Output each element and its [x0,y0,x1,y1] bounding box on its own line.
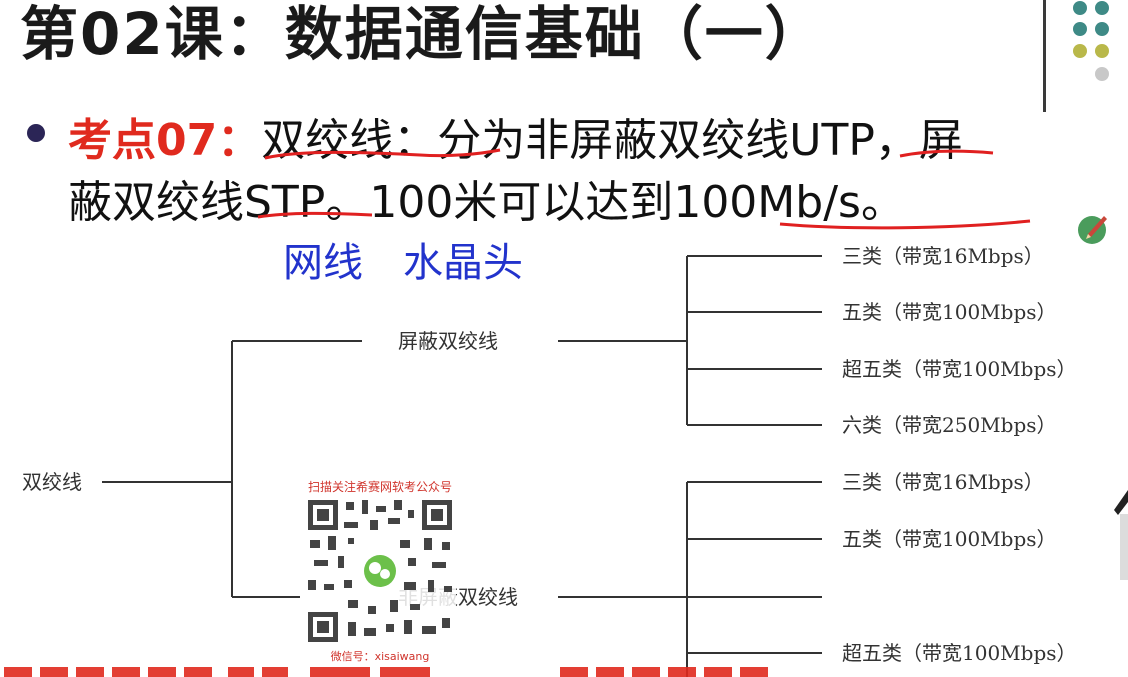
dot-icon [1095,1,1109,15]
title-divider [1043,0,1046,112]
note-rj45-connector: 水晶头 [403,240,523,286]
leaf-cat5e: 超五类（带宽100Mbps） [842,641,1077,665]
leaf-cat6: 六类（带宽250Mbps） [842,413,1057,437]
leaf-cat3: 三类（带宽16Mbps） [842,470,1044,494]
dot-icon [1095,67,1109,81]
note-network-cable: 网线 [283,240,363,286]
bullet-icon [27,124,45,142]
leaf-cat5: 五类（带宽100Mbps） [842,527,1057,551]
leaf-cat5: 五类（带宽100Mbps） [842,300,1057,324]
keypoint-line-2: 蔽双绞线STP。100米可以达到100Mb/s。 [68,177,905,228]
slide-title: 第02课：数据通信基础（一） [20,0,825,68]
keypoint-line-1: 考点07：双绞线：分为非屏蔽双绞线UTP，屏 [68,104,963,168]
leaf-cat5e: 超五类（带宽100Mbps） [842,357,1077,381]
qr-caption-bottom: 微信号：xisaiwang [330,650,430,663]
dot-icon [1073,22,1087,36]
underline-stp [257,211,373,219]
decorative-dots [1073,1,1109,81]
underline-100mbps [779,219,1031,230]
underline-utp [899,149,994,158]
tree-root-label: 双绞线 [22,470,82,494]
dot-icon [1073,1,1087,15]
branch-shielded-label: 屏蔽双绞线 [398,329,498,353]
qr-caption-top: 扫描关注希赛网软考公众号 [307,480,452,494]
leaf-cat3: 三类（带宽16Mbps） [842,244,1044,268]
qr-code-watermark: 扫描关注希赛网软考公众号 微信号：xisaiwang [300,478,460,668]
keypoint-label: 考点07： [68,115,262,166]
keypoint-text-1: 双绞线：分为非屏蔽双绞线UTP，屏 [261,115,963,166]
dot-icon [1095,22,1109,36]
handwritten-notes: 网线水晶头 [283,230,523,288]
cursor-silhouette-icon [1114,490,1128,580]
dot-icon [1073,44,1087,58]
underline-twisted-pair [264,148,501,160]
dot-icon [1095,44,1109,58]
qr-code-icon [304,496,456,646]
cropped-next-line [4,667,768,677]
pen-tool-icon[interactable] [1074,210,1110,246]
